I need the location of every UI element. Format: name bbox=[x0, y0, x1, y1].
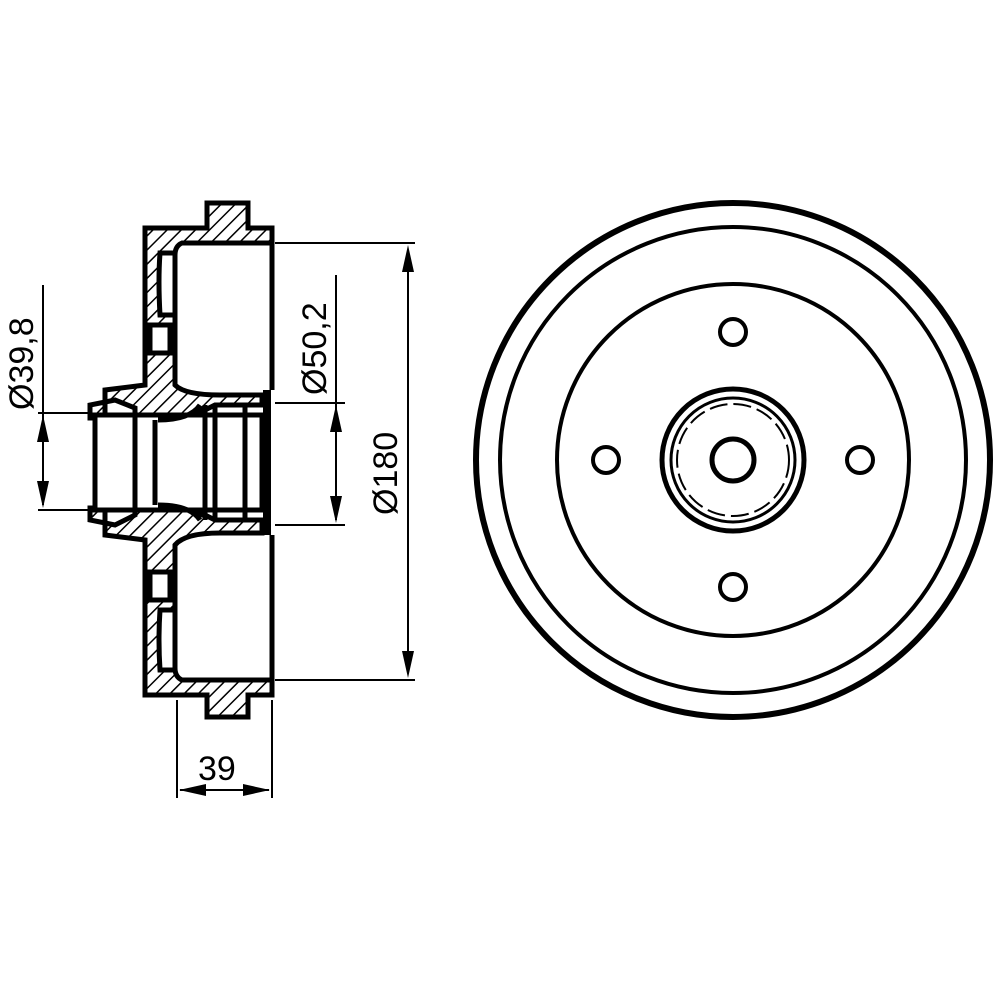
web-opening-lower bbox=[147, 569, 173, 603]
width-label: 39 bbox=[198, 750, 236, 788]
cross-section-view bbox=[87, 200, 275, 720]
web-taper-lower bbox=[156, 607, 178, 673]
hub-bore bbox=[92, 412, 265, 513]
bolt-hole-icon bbox=[718, 572, 748, 602]
hub-ring-inner bbox=[676, 403, 790, 517]
hub-ring bbox=[669, 396, 797, 524]
bolt-hole-icon bbox=[845, 445, 875, 475]
section-upper-body bbox=[87, 200, 275, 438]
center-hole bbox=[709, 436, 757, 484]
drum-rim-ring bbox=[498, 225, 968, 695]
hub-bore-diameter-label: Ø50,2 bbox=[296, 302, 334, 395]
flange-circle bbox=[555, 282, 911, 638]
outer-diameter-label: Ø180 bbox=[367, 432, 405, 515]
hub-outer bbox=[659, 386, 807, 534]
front-view bbox=[473, 200, 993, 720]
dimension-lines bbox=[37, 242, 415, 798]
section-lower-body bbox=[87, 487, 275, 720]
web-opening-upper bbox=[147, 322, 173, 356]
web-taper-upper bbox=[156, 250, 178, 318]
bolt-hole-icon bbox=[591, 445, 621, 475]
bolt-hole-icon bbox=[718, 317, 748, 347]
drum-outer-edge bbox=[473, 200, 993, 720]
spigot-diameter-label: Ø39,8 bbox=[3, 317, 41, 410]
